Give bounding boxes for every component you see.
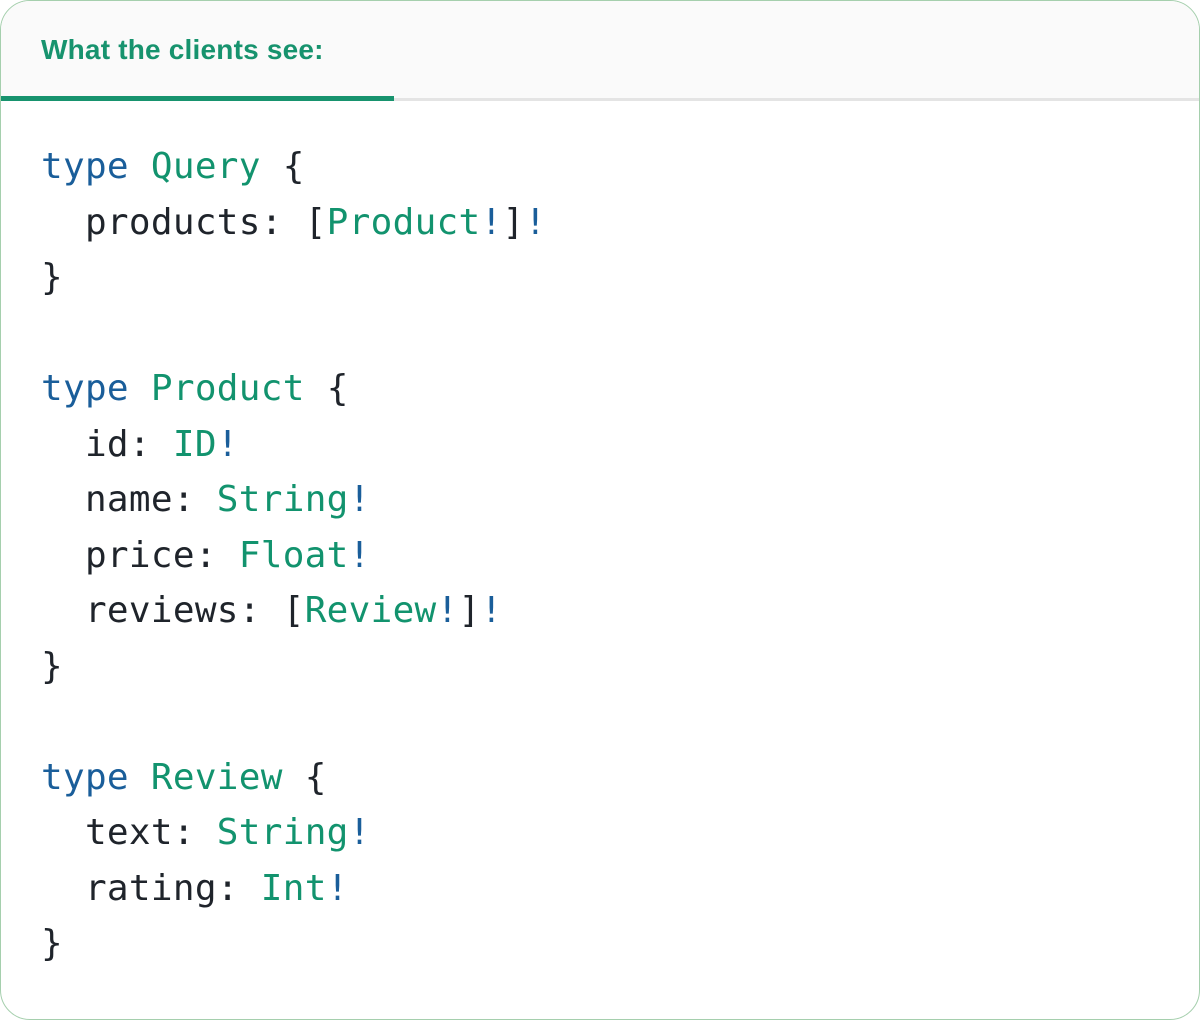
code-token-bang: !: [348, 534, 371, 576]
code-token-plain: [129, 368, 151, 409]
code-token-bang: !: [436, 590, 459, 631]
code-token-plain: text:: [41, 812, 217, 853]
code-token-plain: }: [41, 645, 63, 687]
code-line: }: [41, 916, 1169, 972]
code-token-type: Query: [150, 146, 261, 187]
tab-what-clients-see[interactable]: What the clients see:: [1, 1, 394, 101]
code-token-plain: ]: [502, 201, 525, 243]
code-block: type Query { products: [Product!]!} type…: [1, 101, 1199, 972]
code-line: [41, 694, 1169, 750]
code-token-plain: rating:: [41, 867, 261, 909]
card-header: What the clients see:: [1, 1, 1199, 101]
code-token-plain: {: [304, 368, 349, 409]
code-line: reviews: [Review!]!: [41, 583, 1169, 639]
code-token-type: Int: [260, 867, 327, 909]
code-line: products: [Product!]!: [41, 195, 1169, 251]
code-line: rating: Int!: [41, 861, 1169, 917]
code-token-plain: id:: [41, 423, 173, 465]
code-line: text: String!: [41, 805, 1169, 861]
code-line: }: [41, 250, 1169, 306]
code-line: type Review {: [41, 750, 1169, 806]
code-token-keyword: type: [41, 146, 129, 187]
code-line: type Query {: [41, 139, 1169, 195]
code-token-keyword: type: [41, 756, 129, 798]
code-token-plain: name:: [41, 479, 217, 520]
code-token-bang: !: [216, 423, 239, 465]
code-token-bang: !: [348, 812, 371, 853]
code-token-type: Product: [150, 368, 305, 409]
code-token-plain: }: [41, 257, 63, 298]
code-line: id: ID!: [41, 417, 1169, 473]
code-token-type: String: [216, 479, 349, 520]
code-line: price: Float!: [41, 528, 1169, 584]
code-token-plain: price:: [41, 534, 239, 576]
code-token-plain: [129, 757, 151, 798]
code-token-bang: !: [480, 201, 503, 243]
code-line: name: String!: [41, 472, 1169, 528]
code-token-plain: {: [282, 756, 327, 798]
tab-label: What the clients see:: [41, 33, 324, 65]
code-token-plain: ]: [458, 590, 481, 631]
code-token-bang: !: [326, 867, 349, 909]
code-token-plain: }: [41, 923, 63, 964]
code-token-type: ID: [172, 423, 217, 465]
code-token-plain: {: [260, 146, 305, 187]
code-token-plain: products: [: [41, 201, 327, 243]
code-token-keyword: type: [41, 368, 129, 409]
code-line: [41, 306, 1169, 362]
code-token-plain: [129, 146, 151, 187]
code-line: type Product {: [41, 361, 1169, 417]
code-token-type: Product: [326, 201, 481, 243]
code-token-plain: reviews: [: [41, 590, 305, 631]
code-token-bang: !: [524, 201, 547, 243]
code-token-type: Review: [150, 756, 283, 798]
active-tab-indicator: [1, 96, 394, 101]
code-token-bang: !: [480, 590, 503, 631]
code-line: }: [41, 639, 1169, 695]
code-token-type: String: [216, 812, 349, 853]
code-token-type: Review: [304, 590, 437, 631]
code-token-bang: !: [348, 479, 371, 520]
code-token-type: Float: [238, 534, 349, 576]
